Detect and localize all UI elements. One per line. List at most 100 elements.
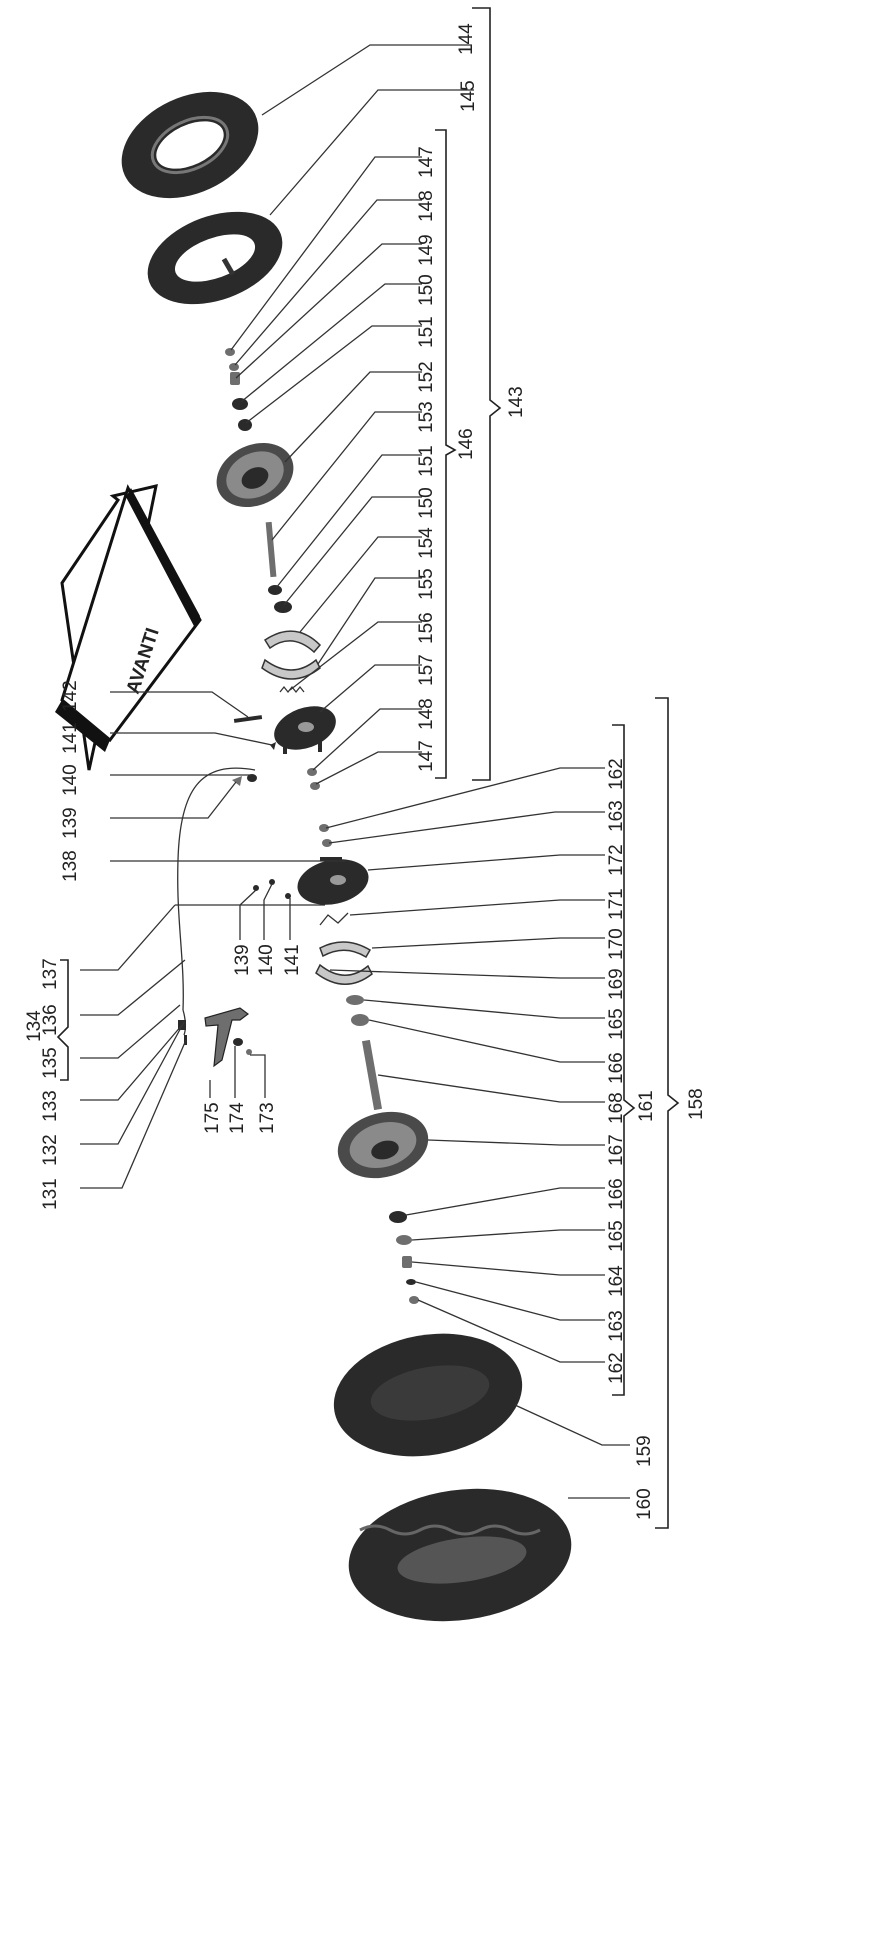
rear-seal-165b: [396, 1235, 412, 1245]
lever-screw-173: [246, 1049, 252, 1055]
label-131: 131: [40, 1178, 61, 1210]
brake-lever-175: [204, 1007, 249, 1068]
cable-nut-140: [247, 774, 257, 782]
rear-bearing-166: [351, 1014, 369, 1026]
brace-146: [435, 129, 457, 779]
front-brake-spring: [279, 685, 305, 694]
label-139: 139: [60, 807, 81, 839]
label-135: 135: [40, 1047, 61, 1079]
label-162: 162: [606, 758, 627, 790]
brake-cable-parts: [175, 715, 325, 1068]
label-136: 136: [40, 1004, 61, 1036]
label-group-134: 134: [24, 1010, 45, 1042]
label-148: 148: [416, 190, 437, 222]
label-138: 138: [60, 850, 81, 882]
rear-brake-shoe-lower: [315, 963, 373, 985]
front-spacer-149: [230, 372, 240, 385]
label-140: 140: [60, 764, 81, 796]
cable-end-139: [232, 776, 242, 786]
label-147: 147: [416, 146, 437, 178]
label-141-mid: 141: [282, 944, 303, 976]
label-163: 163: [606, 800, 627, 832]
label-162b: 162: [606, 1352, 627, 1384]
label-142: 142: [60, 680, 81, 712]
front-outer-tyre: [121, 91, 259, 199]
label-174: 174: [227, 1102, 248, 1134]
label-139-mid: 139: [232, 944, 253, 976]
label-group-143: 143: [506, 386, 527, 418]
front-inner-tube: [147, 211, 283, 305]
front-washer-148b: [307, 768, 317, 776]
label-156: 156: [416, 612, 437, 644]
label-150b: 150: [416, 487, 437, 519]
brake-cable-upper: [177, 767, 256, 1011]
rear-cap-162: [319, 824, 329, 832]
avanti-direction-arrow: AVANTI: [55, 484, 202, 771]
label-169: 169: [606, 968, 627, 1000]
cable-adjuster-142: [233, 715, 263, 723]
rear-washer-163b: [406, 1279, 416, 1285]
label-155: 155: [416, 568, 437, 600]
rear-brake-plate: [297, 857, 369, 905]
rear-seal-165: [346, 995, 364, 1005]
front-cap-147: [225, 348, 235, 356]
label-144: 144: [456, 23, 477, 55]
brace-134: [56, 959, 69, 1081]
label-153: 153: [416, 401, 437, 433]
front-brake-shoe-upper: [263, 630, 322, 654]
rear-inner-tube: [333, 1333, 523, 1457]
label-173: 173: [257, 1102, 278, 1134]
label-149: 149: [416, 234, 437, 266]
label-137: 137: [40, 958, 61, 990]
label-151b: 151: [416, 445, 437, 477]
rear-bearing-166b: [389, 1211, 407, 1223]
label-154: 154: [416, 527, 437, 559]
label-157: 157: [416, 654, 437, 686]
label-163b: 163: [606, 1310, 627, 1342]
label-171: 171: [606, 888, 627, 920]
rear-spacer-164: [402, 1256, 412, 1268]
front-bearing-151: [238, 419, 252, 431]
label-group-161: 161: [636, 1090, 657, 1122]
label-150: 150: [416, 274, 437, 306]
front-bearing-151b: [268, 585, 282, 595]
label-170: 170: [606, 928, 627, 960]
mid-fastener-140: [269, 879, 275, 885]
rear-wheel-rim: [337, 1111, 429, 1179]
front-washer-148: [229, 363, 239, 371]
brace-158: [655, 697, 680, 1529]
label-159: 159: [634, 1435, 655, 1467]
front-brake-plate: [274, 706, 336, 754]
mid-fastener-139: [253, 885, 259, 891]
label-140-mid: 140: [256, 944, 277, 976]
label-group-146: 146: [456, 428, 477, 460]
rear-axle-168: [361, 1039, 383, 1111]
front-wheel-parts: [121, 91, 336, 790]
label-148b: 148: [416, 698, 437, 730]
rear-brake-shoe-upper: [319, 941, 372, 959]
brake-cable-labels: 142 141 140 139 138 137 136 135 133 132 …: [24, 680, 303, 1210]
lever-pivot-174: [233, 1038, 243, 1046]
rear-brake-spring-171: [319, 912, 349, 926]
cable-clip-141: [270, 742, 276, 750]
front-seal-150: [232, 398, 248, 410]
label-167: 167: [606, 1134, 627, 1166]
rear-cap-162b: [409, 1296, 419, 1304]
front-brake-shoe-lower: [261, 658, 321, 680]
front-axle-153: [265, 521, 277, 578]
leader-lines: [80, 44, 630, 1499]
label-132: 132: [40, 1134, 61, 1166]
label-160: 160: [634, 1488, 655, 1520]
front-seal-150b: [274, 601, 292, 613]
rear-washer-163: [322, 839, 332, 847]
rear-labels: 162 163 172 171 170 169 165 166 168 167 …: [606, 758, 707, 1520]
label-166: 166: [606, 1052, 627, 1084]
rear-outer-tyre: [348, 1488, 572, 1622]
label-168: 168: [606, 1092, 627, 1124]
group-braces: [56, 7, 680, 1529]
label-164: 164: [606, 1265, 627, 1297]
mid-fastener-141: [285, 893, 291, 899]
label-165b: 165: [606, 1220, 627, 1252]
label-145: 145: [458, 80, 479, 112]
